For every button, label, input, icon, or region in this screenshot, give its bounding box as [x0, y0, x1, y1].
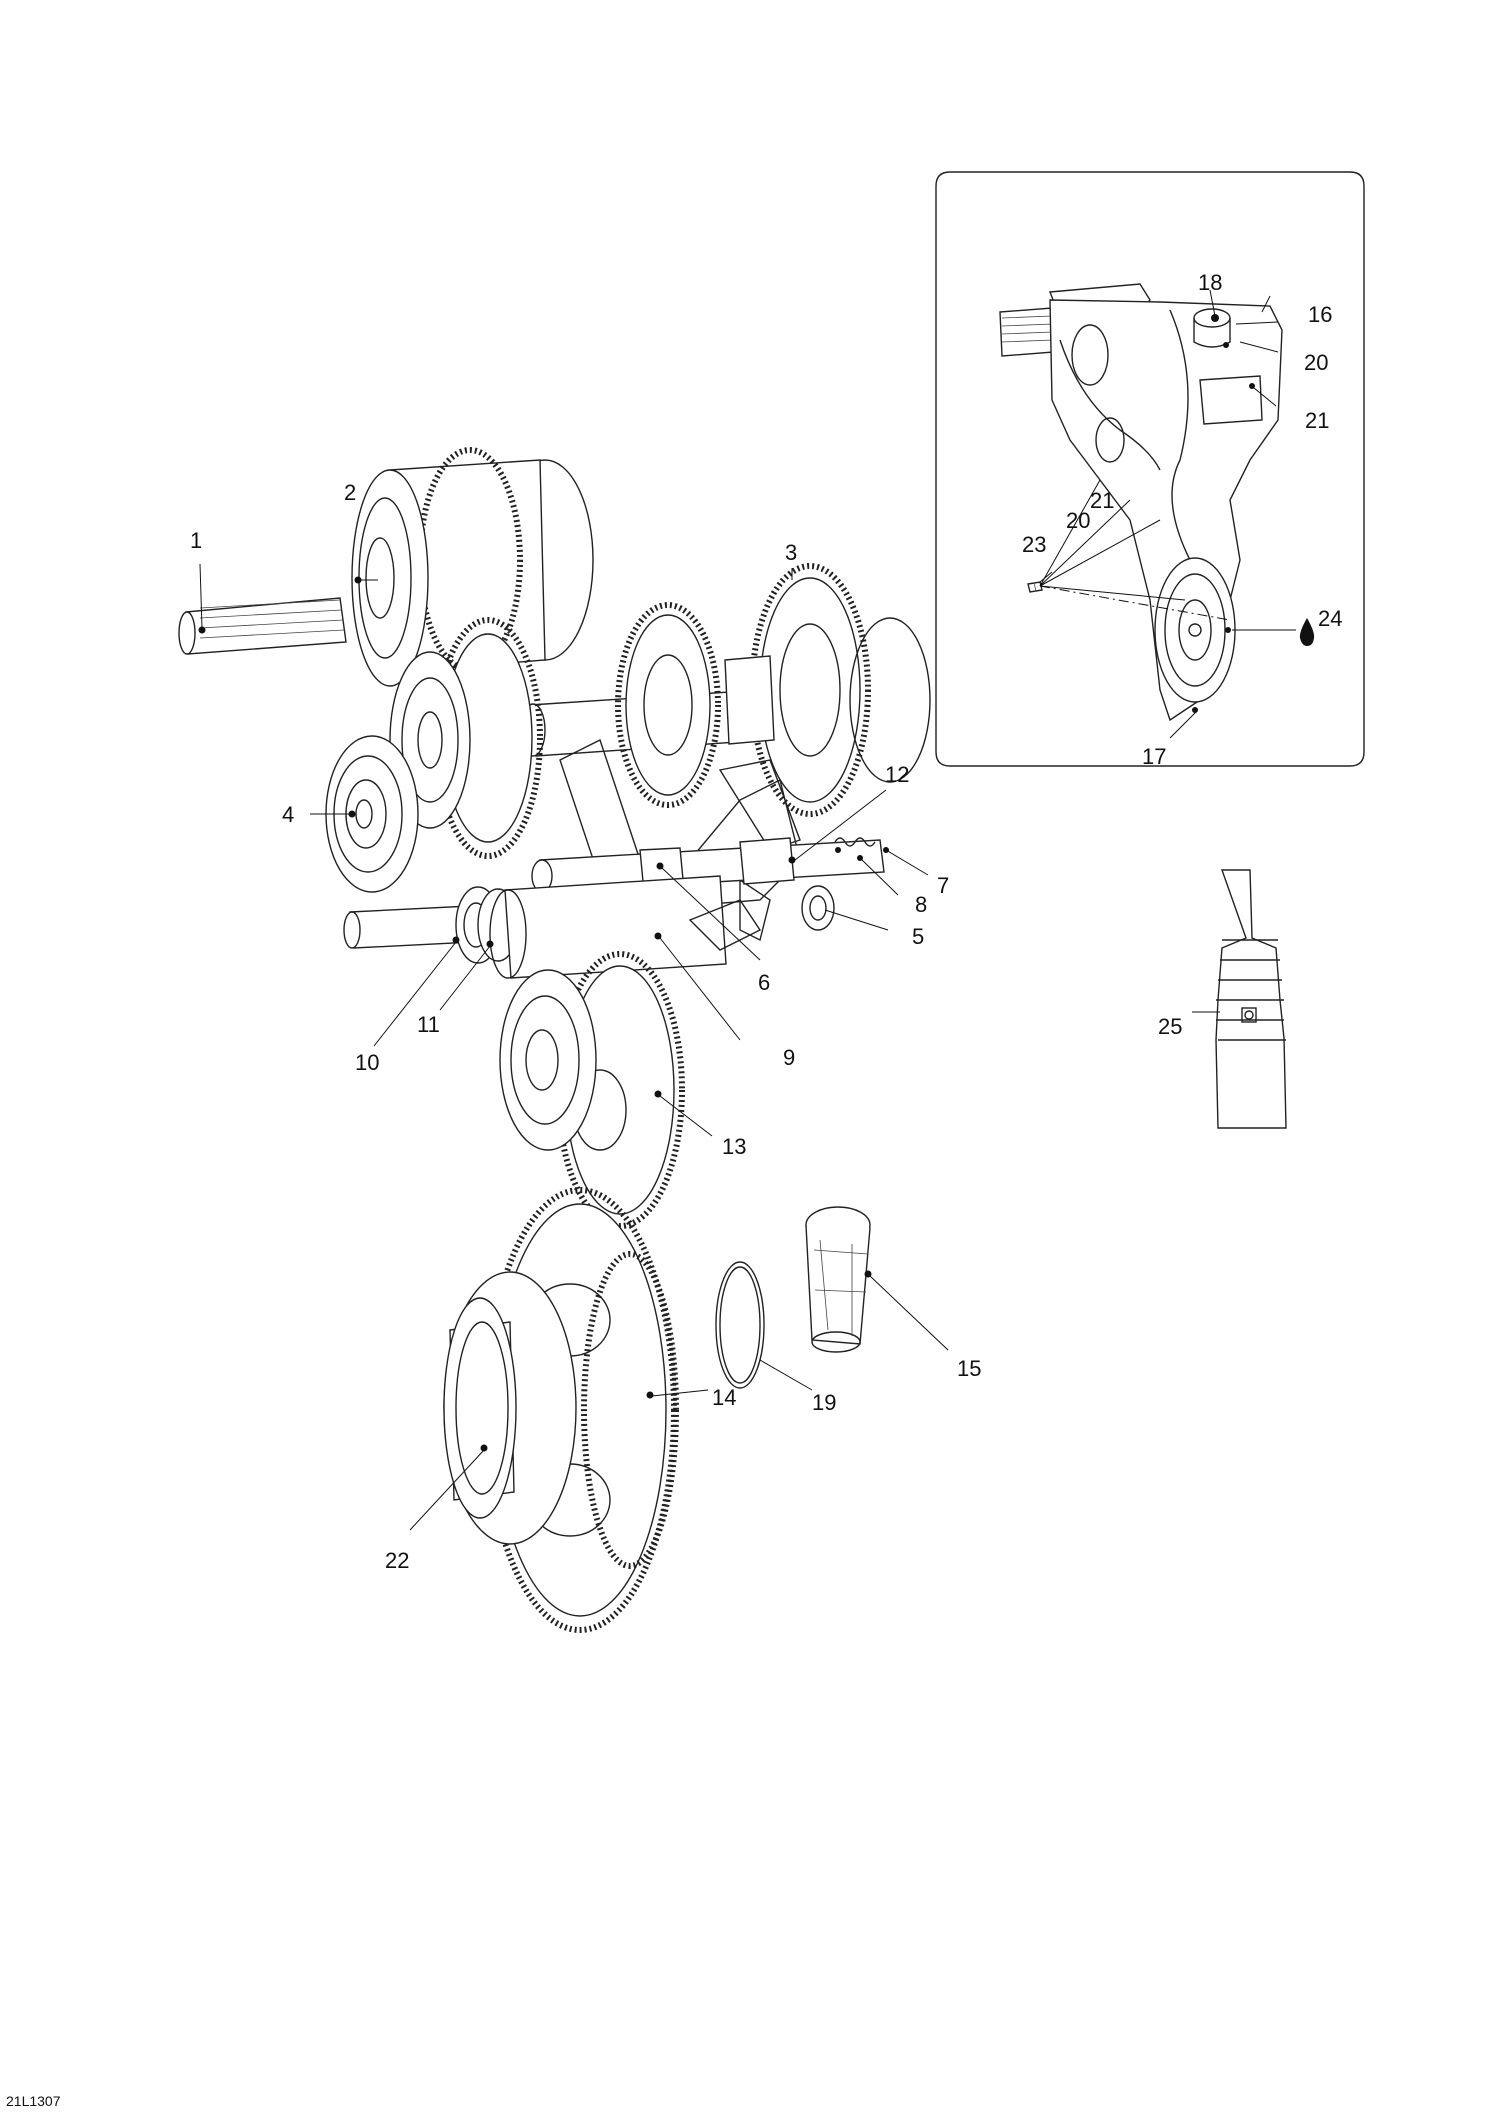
callout-5: 5 — [912, 924, 924, 949]
callout-14: 14 — [712, 1385, 736, 1410]
oil-bottle-icon — [1215, 869, 1287, 1129]
oil-drop-icon — [1299, 618, 1315, 646]
callout-11: 11 — [417, 1012, 440, 1037]
callout-1: 1 — [190, 528, 202, 553]
gear-cluster-3-illustration — [520, 563, 931, 817]
bolt-23-leaders — [1039, 479, 1231, 621]
callout-9: 9 — [783, 1045, 795, 1070]
callout-21b: 21 — [1090, 488, 1114, 513]
callout-7: 7 — [937, 873, 949, 898]
inset-frame — [935, 171, 1365, 767]
callout-24: 24 — [1318, 606, 1342, 631]
callout-16: 16 — [1308, 302, 1332, 327]
input-shaft-1-illustration — [178, 597, 347, 655]
callout-6: 6 — [758, 970, 770, 995]
transmission-housing-illustration — [999, 283, 1283, 722]
callout-23: 23 — [1022, 532, 1046, 557]
callout-4: 4 — [282, 802, 294, 827]
gear-2-illustration — [351, 447, 594, 687]
callout-2: 2 — [344, 480, 356, 505]
callout-3: 3 — [785, 540, 797, 565]
callout-10: 10 — [355, 1050, 379, 1075]
bolt-23-illustration — [1027, 581, 1043, 593]
hub-22-illustration — [443, 1271, 577, 1545]
ring-19-illustration — [715, 1261, 765, 1389]
callout-18: 18 — [1198, 270, 1222, 295]
callout-8: 8 — [915, 892, 927, 917]
callout-25: 25 — [1158, 1014, 1182, 1039]
callout-21a: 21 — [1305, 408, 1329, 433]
shift-drum-illustration — [343, 875, 835, 979]
callout-20a: 20 — [1304, 350, 1328, 375]
leader-lines — [198, 289, 1296, 1531]
callout-17: 17 — [1142, 744, 1166, 769]
callout-15: 15 — [957, 1356, 981, 1381]
bushing-15-illustration — [805, 1206, 872, 1353]
gear-13-illustration — [499, 951, 685, 1229]
callout-20b: 20 — [1066, 508, 1090, 533]
diagram-code: 21L1307 — [6, 2093, 61, 2109]
callout-22: 22 — [385, 1548, 409, 1573]
callout-13: 13 — [722, 1134, 746, 1159]
callout-19: 19 — [812, 1390, 836, 1415]
callout-12: 12 — [885, 762, 909, 787]
callout-labels: 1 2 3 4 5 6 7 8 9 10 11 12 13 14 15 16 1… — [190, 270, 1342, 1573]
